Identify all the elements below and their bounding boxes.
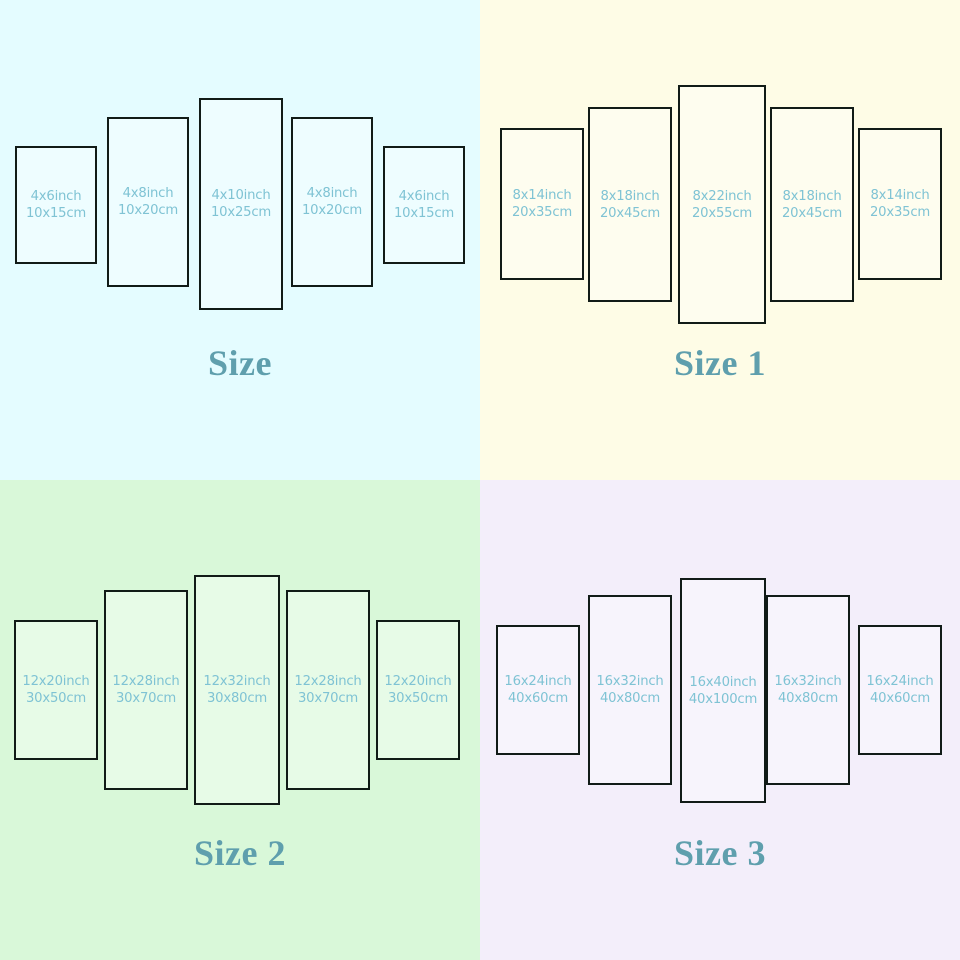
panel-label-cm: 20x35cm bbox=[869, 205, 931, 220]
panel-label-inch: 16x24inch bbox=[504, 674, 572, 689]
panel-label-cm: 20x45cm bbox=[781, 205, 843, 221]
panel-1: 8x14inch 20x35cm bbox=[500, 128, 584, 280]
panel-label: 4x8inch 10x20cm bbox=[302, 185, 362, 219]
panel-label-cm: 10x15cm bbox=[25, 206, 87, 221]
panel-stage-size-2: 12x20inch 30x50cm 12x28inch 30x70cm 12x32i… bbox=[0, 480, 480, 880]
size-set-size-2: 12x20inch 30x50cm 12x28inch 30x70cm 12x32i… bbox=[0, 480, 480, 960]
panel-5: 4x6inch 10x15cm bbox=[383, 146, 465, 264]
panel-label-inch: 4x6inch bbox=[30, 189, 82, 204]
panel-label-cm: 10x20cm bbox=[117, 203, 179, 218]
panel-label-cm: 10x20cm bbox=[301, 203, 363, 218]
panel-3: 4x10inch 10x25cm bbox=[199, 98, 283, 310]
panel-1: 4x6inch 10x15cm bbox=[15, 146, 97, 264]
size-set-size: 4x6inch 10x15cm 4x8inch 10x20cm 4x10inch 10… bbox=[0, 0, 480, 480]
panel-label-inch: 16x32inch bbox=[774, 674, 842, 689]
set-heading: Size 3 bbox=[674, 833, 766, 873]
panel-label-inch: 12x28inch bbox=[112, 674, 180, 689]
panel-label-inch: 12x20inch bbox=[384, 674, 452, 689]
panel-label: 4x6inch 10x15cm bbox=[394, 188, 454, 222]
panel-label-cm: 40x80cm bbox=[777, 691, 839, 706]
panel-label-inch: 4x6inch bbox=[398, 189, 450, 204]
panel-label-cm: 30x80cm bbox=[206, 691, 268, 706]
panel-label-cm: 30x70cm bbox=[115, 691, 177, 706]
panel-5: 8x14inch 20x35cm bbox=[858, 128, 942, 280]
panel-label: 4x10inch 10x25cm bbox=[211, 187, 271, 221]
panel-label-cm: 20x55cm bbox=[691, 205, 753, 221]
panel-label-inch: 4x8inch bbox=[306, 186, 358, 201]
panel-2: 4x8inch 10x20cm bbox=[107, 117, 189, 287]
panel-label-inch: 12x28inch bbox=[294, 674, 362, 689]
panel-label-cm: 40x100cm bbox=[688, 691, 758, 707]
set-heading: Size 2 bbox=[194, 833, 286, 873]
panel-label: 12x28inch 30x70cm bbox=[294, 673, 361, 707]
panel-label-cm: 10x15cm bbox=[393, 206, 455, 221]
panel-label-cm: 30x70cm bbox=[297, 691, 359, 706]
panel-stage-size-3: 16x24inch 40x60cm 16x32inch 40x80cm 16x40i… bbox=[480, 480, 960, 880]
panel-label: 12x20inch 30x50cm bbox=[384, 673, 451, 707]
panel-label: 12x28inch 30x70cm bbox=[112, 673, 179, 707]
panel-3: 12x32inch 30x80cm bbox=[194, 575, 280, 805]
panel-1: 12x20inch 30x50cm bbox=[14, 620, 98, 760]
panel-label: 16x32inch 40x80cm bbox=[774, 673, 841, 707]
panel-1: 16x24inch 40x60cm bbox=[496, 625, 580, 755]
panel-label: 16x32inch 40x80cm bbox=[596, 673, 663, 707]
panel-label-inch: 8x14inch bbox=[870, 188, 930, 203]
panel-label-inch: 4x10inch bbox=[211, 188, 271, 203]
panel-label-cm: 10x25cm bbox=[210, 205, 272, 220]
panel-label-cm: 30x50cm bbox=[387, 691, 449, 706]
size-set-size-3: 16x24inch 40x60cm 16x32inch 40x80cm 16x40i… bbox=[480, 480, 960, 960]
panel-4: 4x8inch 10x20cm bbox=[291, 117, 373, 287]
panel-label: 12x32inch 30x80cm bbox=[203, 673, 270, 707]
panel-label-inch: 4x8inch bbox=[122, 186, 174, 201]
panel-label: 4x8inch 10x20cm bbox=[118, 185, 178, 219]
panel-label-inch: 16x32inch bbox=[596, 674, 664, 689]
panel-5: 12x20inch 30x50cm bbox=[376, 620, 460, 760]
panel-label-cm: 20x35cm bbox=[511, 205, 573, 220]
panel-4: 12x28inch 30x70cm bbox=[286, 590, 370, 790]
panel-label-cm: 20x45cm bbox=[599, 205, 661, 221]
set-heading: Size 1 bbox=[674, 343, 766, 383]
panel-label-cm: 30x50cm bbox=[25, 691, 87, 706]
panel-4: 16x32inch 40x80cm bbox=[766, 595, 850, 785]
panel-label-inch: 8x18inch bbox=[782, 188, 842, 204]
panel-2: 16x32inch 40x80cm bbox=[588, 595, 672, 785]
panel-label-inch: 16x24inch bbox=[866, 674, 934, 689]
panel-label: 8x14inch 20x35cm bbox=[512, 187, 572, 221]
panel-label-cm: 40x80cm bbox=[599, 691, 661, 706]
panel-label-inch: 8x18inch bbox=[600, 188, 660, 204]
panel-label: 16x24inch 40x60cm bbox=[866, 673, 933, 707]
panel-label-inch: 12x20inch bbox=[22, 674, 90, 689]
panel-label: 8x14inch 20x35cm bbox=[870, 187, 930, 221]
panel-label: 16x24inch 40x60cm bbox=[504, 673, 571, 707]
panel-label: 4x6inch 10x15cm bbox=[26, 188, 86, 222]
panel-label: 12x20inch 30x50cm bbox=[22, 673, 89, 707]
panel-label-cm: 40x60cm bbox=[507, 691, 569, 706]
panel-label-inch: 12x32inch bbox=[203, 674, 271, 689]
panel-label-inch: 8x22inch bbox=[692, 188, 752, 204]
set-heading: Size bbox=[208, 343, 272, 383]
panel-label-inch: 8x14inch bbox=[512, 188, 572, 203]
panel-2: 12x28inch 30x70cm bbox=[104, 590, 188, 790]
panel-label-cm: 40x60cm bbox=[869, 691, 931, 706]
panel-5: 16x24inch 40x60cm bbox=[858, 625, 942, 755]
panel-label-inch: 16x40inch bbox=[689, 674, 757, 690]
panel-stage-size: 4x6inch 10x15cm 4x8inch 10x20cm 4x10inch 10… bbox=[0, 0, 480, 400]
